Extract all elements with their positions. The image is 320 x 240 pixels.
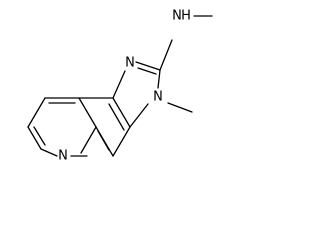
fused-bonds (78, 97, 114, 154)
bond-c2-n3 (157, 69, 161, 89)
molecule-structure: N H N N N (27, 9, 213, 164)
amine-nitrogen-label: N (172, 9, 182, 24)
bond-n1-c2-inner (137, 67, 157, 75)
bond-c8-c7 (27, 97, 46, 128)
bond-c3a-c4 (112, 126, 131, 157)
amine-hydrogen-label: H (181, 9, 191, 24)
bond-junction-c5 (80, 126, 97, 154)
bond-c6-n (40, 148, 58, 157)
bond-n3-methyl (167, 102, 193, 113)
bond-c4-c5-double (97, 130, 110, 151)
bond-n1-c2 (135, 61, 161, 71)
bond-c2-nh (159, 39, 173, 71)
bond-c9a-c3a (112, 97, 131, 128)
bond-c9-ring-junction (78, 97, 97, 128)
substituents (159, 15, 213, 113)
benzene-ring (97, 97, 131, 157)
imidazole-nitrogen-label: N (125, 56, 135, 71)
atom-labels: N H N N N (58, 9, 191, 164)
bond-c9a-n1 (112, 70, 126, 99)
methyl-nitrogen-label: N (153, 90, 163, 105)
bond-n3-c3a (129, 103, 149, 128)
imidazole-ring (112, 61, 161, 128)
bond-c7-c6 (27, 126, 42, 150)
bond-c7-c6-inner (33, 126, 46, 146)
pyridine-ring (27, 97, 114, 157)
bond-c9a-c3a-inner (108, 103, 125, 131)
pyridine-nitrogen-label: N (58, 149, 68, 164)
